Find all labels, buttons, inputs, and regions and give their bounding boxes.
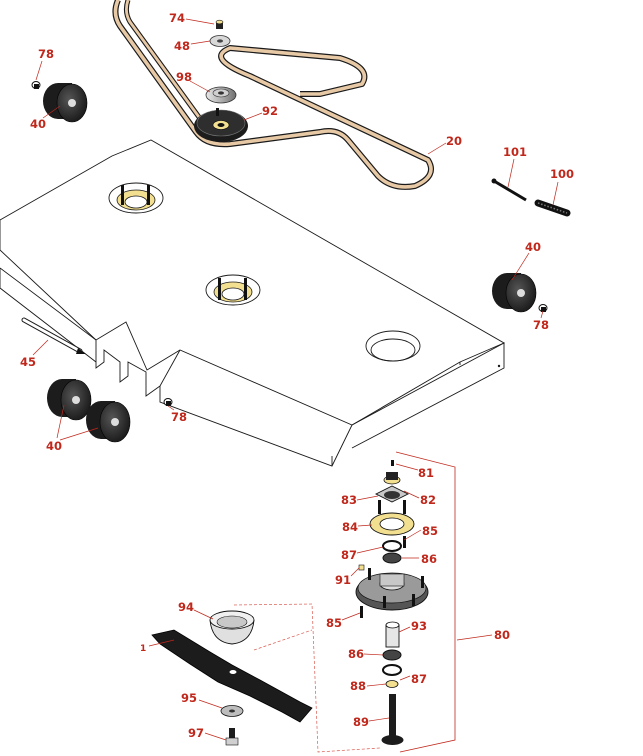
pin-45: [21, 317, 86, 354]
roller-40-bottom-left-b: [86, 401, 131, 443]
bolt-78-bottom: [163, 398, 173, 406]
callout-40: 40: [46, 439, 62, 453]
roller-40-right: [492, 273, 537, 313]
callout-20: 20: [446, 134, 462, 148]
callout-40: 40: [525, 240, 541, 254]
callout-94: 94: [178, 600, 194, 614]
callout-95: 95: [181, 691, 197, 705]
callout-78: 78: [533, 318, 549, 332]
roller-40-top-left: [43, 83, 88, 123]
callout-86: 86: [348, 647, 364, 661]
callout-85: 85: [422, 524, 438, 538]
callout-80: 80: [494, 628, 510, 642]
callout-87: 87: [411, 672, 427, 686]
callout-48: 48: [174, 39, 190, 53]
callout-88: 88: [350, 679, 366, 693]
callout-93: 93: [411, 619, 427, 633]
pulley-92: [194, 108, 248, 142]
callout-98: 98: [176, 70, 192, 84]
callout-89: 89: [353, 715, 369, 729]
callout-45: 45: [20, 355, 36, 369]
callout-86: 86: [421, 552, 437, 566]
bolt-78-right: [538, 304, 548, 312]
blade-1: [151, 629, 313, 723]
washer-95: [220, 705, 244, 717]
callout-78: 78: [38, 47, 54, 61]
mower-deck: [0, 139, 506, 467]
callout-85: 85: [326, 616, 342, 630]
bolt-97: [225, 728, 239, 746]
roller-40-bottom-left-a: [47, 379, 92, 421]
callout-1: 1: [140, 644, 146, 654]
belt-20: [112, 0, 434, 190]
bolt-78-top: [31, 81, 41, 89]
nut-74: [215, 19, 224, 29]
spindle-assembly: [355, 460, 429, 745]
leader-lines: [32, 18, 559, 741]
callout-78: 78: [171, 410, 187, 424]
callout-101: 101: [503, 145, 527, 159]
callout-40: 40: [30, 117, 46, 131]
washer-48: [209, 35, 231, 47]
callout-82: 82: [420, 493, 436, 507]
callout-74: 74: [169, 11, 185, 25]
rod-101: [491, 178, 527, 202]
callout-92: 92: [262, 104, 278, 118]
callout-81: 81: [418, 466, 434, 480]
spring-100: [534, 199, 571, 217]
cup-94: [209, 610, 255, 645]
assembly-80-bracket: [395, 451, 456, 753]
callout-100: 100: [550, 167, 574, 181]
callout-84: 84: [342, 520, 358, 534]
callout-83: 83: [341, 493, 357, 507]
idler-98: [205, 86, 237, 104]
callout-91: 91: [335, 573, 351, 587]
blade-guide-lines: [233, 603, 381, 753]
callout-labels: 74 48 78 98 40 92 20 101 100 40 78 45 78…: [20, 11, 574, 740]
callout-97: 97: [188, 726, 204, 740]
callout-87: 87: [341, 548, 357, 562]
